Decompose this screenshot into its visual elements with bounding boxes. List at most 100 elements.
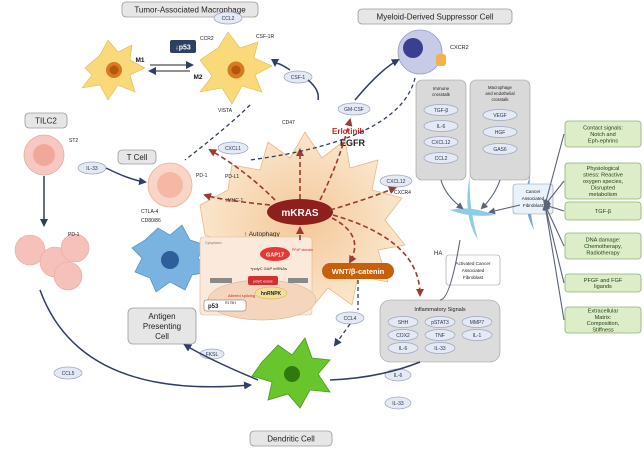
inhibit-mdsc-to-tcell [249, 77, 416, 161]
immune-item-text: CXCL12 [432, 140, 451, 146]
csf1-text: CSF-1 [291, 75, 306, 81]
inflammatory-item: SHH [387, 316, 419, 328]
il6-dc-pill: IL-6 [384, 368, 412, 382]
arrow-mkras-to-cxcl1 [208, 149, 276, 201]
cxcl1-text: CXCL1 [225, 146, 241, 152]
stimulus-box-text: DNA damage: [586, 238, 621, 244]
stimulus-arrow [542, 203, 565, 321]
egfr-label: EGFR [340, 138, 366, 148]
stimulus-arrow [543, 180, 565, 207]
stimulus-box-text: Extracellular [588, 308, 619, 314]
caf-label-1: Cancer [526, 189, 541, 194]
inhibit-tam-to-tcell [184, 104, 251, 161]
immune-item-text: CCL2 [435, 156, 448, 162]
immune-item-text: TGF-β [434, 108, 449, 114]
inflammatory-item-text: IL-6 [399, 346, 408, 352]
stimulus-box-text: PFGF and FGF [584, 278, 623, 284]
stimulus-arrow [543, 203, 565, 247]
cxcl1-pill: CXCL1 [217, 141, 249, 155]
immune-item: TGF-β [423, 104, 459, 116]
wnt-label: WNT/β-catenin [332, 267, 385, 276]
m1-label: M1 [135, 57, 144, 64]
inflammatory-item-text: pSTAT3 [431, 320, 449, 326]
tilc2-cell [23, 134, 65, 176]
dendritic-cell [251, 337, 331, 409]
mdsc-title-box: Myeloid-Derived Suppressor Cell [357, 8, 513, 25]
inflammatory-item: COX2 [387, 329, 419, 341]
arrow-tilc2-to-dc [39, 289, 252, 390]
tam-title: Tumor-Associated Macrophage [134, 6, 246, 15]
immune-item: CXCL12 [423, 136, 459, 148]
ccl2-tam-text: CCL2 [222, 16, 235, 22]
flt3l-text: FKSL [206, 352, 219, 358]
inflammatory-item-text: TNF [435, 333, 445, 339]
wnt-node: WNT/β-catenin [322, 263, 394, 279]
macro-item-text: VEGF [493, 113, 507, 119]
arrow-mkras-to-inflammatory [332, 214, 424, 297]
ccr2-label: CCR2 [200, 36, 214, 42]
arrow-activated-to-inflam [439, 239, 461, 301]
cd80-label: CD80/86 [141, 218, 161, 224]
st2-label: ST2 [69, 138, 78, 144]
inflammatory-item: IL-1 [461, 329, 493, 341]
flt3l-pill: FKSL [199, 348, 225, 360]
t-cell [147, 162, 193, 208]
hnrnpk-label: hnRNPK [261, 291, 282, 297]
stimulus-box-text: Composition, [587, 321, 620, 327]
tilc2-title-box: TILC2 [24, 112, 68, 129]
arrow-il33-to-tcell [105, 167, 147, 186]
inflammatory-item: IL-33 [424, 342, 456, 354]
stimulus-arrow [542, 203, 565, 284]
arrow-immune-to-caf [440, 179, 464, 210]
cxcl12-pill: CXCL12 [379, 174, 413, 188]
ccl5-text: CCL5 [62, 371, 75, 377]
pfpp-label: PFxP domain [292, 248, 313, 252]
stimulus-box: TGF-β [564, 201, 642, 221]
m2-label: M2 [193, 74, 202, 81]
immune-item-text: IL-6 [437, 124, 446, 130]
apc-title-1: Antigen [148, 312, 175, 321]
macro-crosstalk-title-3: crosstalk [492, 97, 510, 102]
arrow-dc-to-apc [183, 343, 259, 381]
stimulus-box-text: Matrix: [595, 315, 612, 321]
cxcr2-label: CXCR2 [450, 45, 469, 51]
arrow-mkras-to-wnt [331, 217, 357, 264]
p53-badge: ↓p53 [170, 40, 196, 53]
stimulus-box-text: stress: Reactive [583, 173, 623, 179]
inflammatory-item: MMP7 [461, 316, 493, 328]
stimulus-box-text: TGF-β [595, 209, 611, 215]
apc-title-box: Antigen Presenting Cell [127, 307, 197, 345]
vista-label: VISTA [218, 108, 233, 114]
arrows [39, 58, 521, 390]
stimulus-box-text: Radiotherapy [586, 250, 619, 256]
macro-item: GAS6 [482, 143, 518, 155]
stimulus-arrows [542, 133, 565, 321]
inflammatory-item: pSTAT3 [424, 316, 456, 328]
stimulus-box-text: Disrupted [591, 185, 615, 191]
mkras-node: mKRAS [267, 199, 333, 225]
pd1-left-label: PD-1 [68, 232, 80, 238]
arrow-macro-to-caf [480, 179, 501, 210]
stimulus-box-text: Chemotherapy, [584, 244, 622, 250]
stimulus-boxes: Contact signals:Notch andEph-ephrinsPhys… [564, 120, 642, 334]
arrow-csf1-to-tam [271, 58, 291, 71]
p53-label: ↓p53 [175, 45, 191, 52]
stimulus-arrow [542, 133, 565, 207]
il33-dc-pill: IL-33 [384, 396, 412, 410]
pdl1-label: PD-L1 [225, 174, 239, 180]
macro-item-text: GAS6 [493, 147, 507, 153]
arrow-mkras-to-gmcsf [319, 118, 353, 201]
stimulus-box-text: metabolism [589, 192, 618, 198]
arrow-mkras-to-tcell [203, 193, 271, 206]
immune-crosstalk-title-2: crosstalk [432, 92, 451, 97]
mkras-label: mKRAS [281, 208, 319, 219]
il33-tilc-pill: IL-33 [77, 161, 107, 175]
arrow-mkras-to-cxcl12 [329, 186, 397, 211]
altered-splicing-label: Altered splicing [228, 293, 255, 298]
activated-caf-label-box: Activated Cancer Associated Fibroblast [445, 254, 501, 286]
caf-label-3: Fibroblast [523, 203, 544, 208]
erlotinib-label: Erlotinib [332, 127, 365, 136]
